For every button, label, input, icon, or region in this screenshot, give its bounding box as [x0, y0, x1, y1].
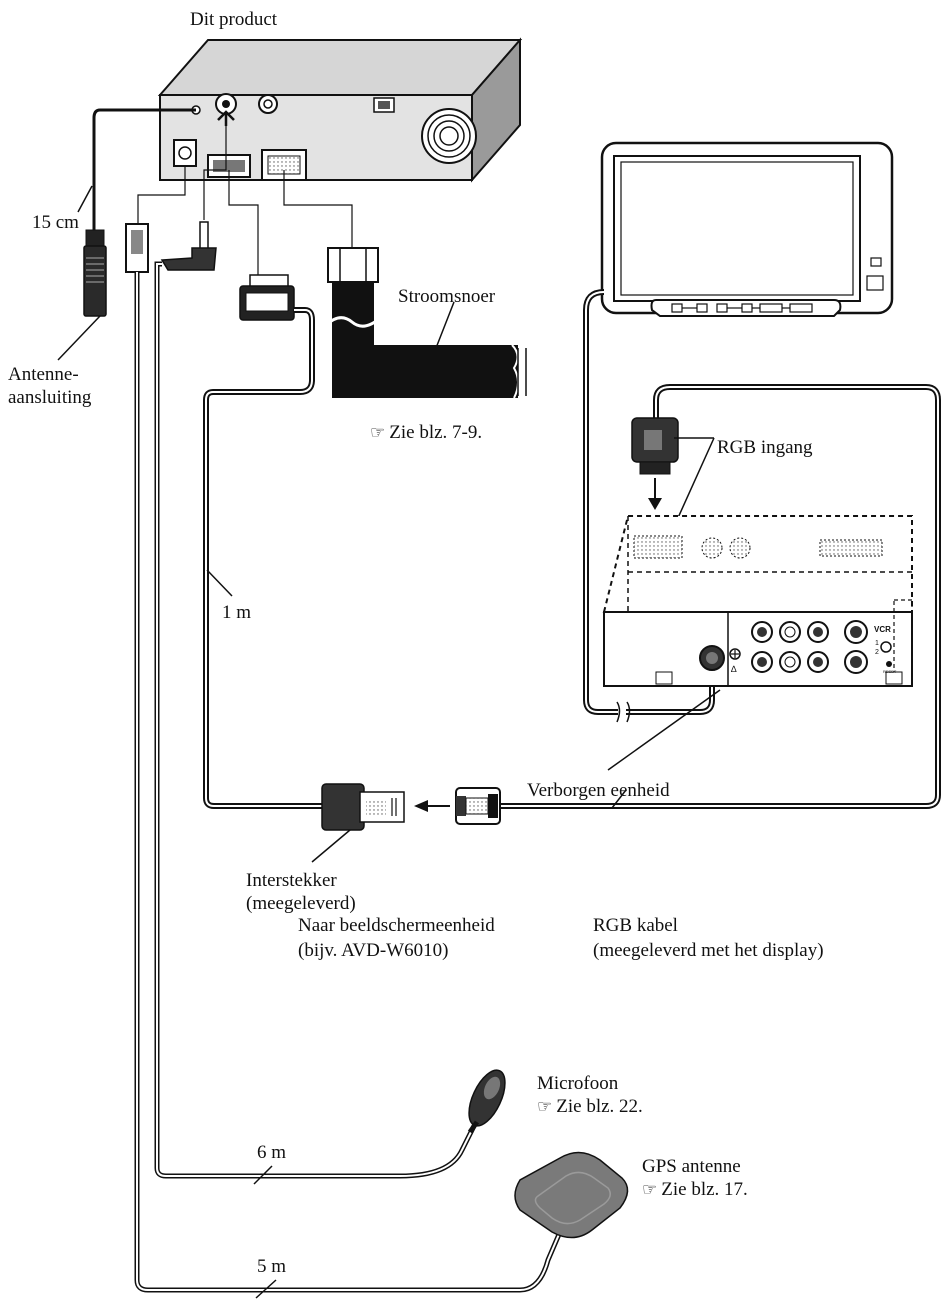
rgb-cable-1m: [203, 170, 322, 809]
pointing-hand-icon: ☞: [537, 1097, 553, 1116]
product-unit: [157, 37, 523, 183]
vcr-2-label: 2: [875, 649, 879, 656]
cable-6m-marker: [253, 1165, 273, 1185]
connect-arrow: [414, 800, 450, 812]
mic-ref-text: Zie blz. 22.: [556, 1096, 643, 1117]
power-cord-label: Stroomsnoer: [398, 286, 496, 307]
hidden-unit-label: Verborgen eenheid: [527, 780, 670, 801]
cable-1m-label: 1 m: [222, 602, 252, 623]
mic-label: Microfoon: [537, 1073, 619, 1094]
inter-plug-label-line2: (meegeleverd): [246, 893, 356, 914]
gps-label: GPS antenne: [642, 1156, 741, 1177]
pointing-hand-icon: ☞: [370, 423, 386, 442]
pointing-hand-icon: ☞: [642, 1180, 658, 1199]
product-label: Dit product: [190, 9, 278, 30]
antenna-label-line1: Antenne-: [8, 364, 79, 385]
gps-ref: ☞Zie blz. 17.: [642, 1178, 748, 1201]
vcr-1-label: 1: [875, 640, 879, 647]
display-label-line1: Naar beeldschermeenheid: [298, 915, 495, 936]
microphone: [467, 1069, 506, 1134]
cable-15cm-label: 15 cm: [32, 212, 79, 233]
display-cable: [500, 289, 941, 809]
reset-label: RESET: [883, 669, 897, 674]
gps-cable: [125, 166, 563, 1293]
svg-text:∆: ∆: [731, 664, 737, 674]
rca-jacks: [751, 620, 892, 674]
rgb-cable-label-line1: RGB kabel: [593, 915, 678, 936]
rgb-input-connector: [631, 417, 715, 541]
cable-5m-label: 5 m: [257, 1256, 287, 1277]
cable-5m-marker: [255, 1279, 277, 1299]
mic-ref: ☞Zie blz. 22.: [537, 1095, 643, 1118]
antenna-adapter: [57, 108, 196, 361]
power-ref-text: Zie blz. 7-9.: [389, 422, 483, 443]
rgb-cable-plug: [455, 787, 501, 825]
power-ref: ☞Zie blz. 7-9.: [370, 421, 482, 444]
cable-6m-label: 6 m: [257, 1142, 287, 1163]
inter-plug: [311, 783, 405, 863]
display-label-line2: (bijv. AVD-W6010): [298, 940, 449, 961]
antenna-label-line2: aansluiting: [8, 387, 92, 408]
display-monitor: [600, 141, 894, 317]
mic-cable: [154, 110, 481, 1179]
power-cord: [283, 170, 527, 399]
rgb-cable-label-line2: (meegeleverd met het display): [593, 940, 824, 961]
hidden-unit: ∆ VCR 1 2 RESET: [602, 515, 913, 771]
gps-antenna: [514, 1151, 629, 1239]
vcr-label: VCR: [874, 625, 891, 634]
gps-ref-text: Zie blz. 17.: [661, 1179, 748, 1200]
fan-vent: [421, 108, 477, 164]
rgb-input-label: RGB ingang: [717, 437, 813, 458]
inter-plug-label-line1: Interstekker: [246, 870, 337, 891]
